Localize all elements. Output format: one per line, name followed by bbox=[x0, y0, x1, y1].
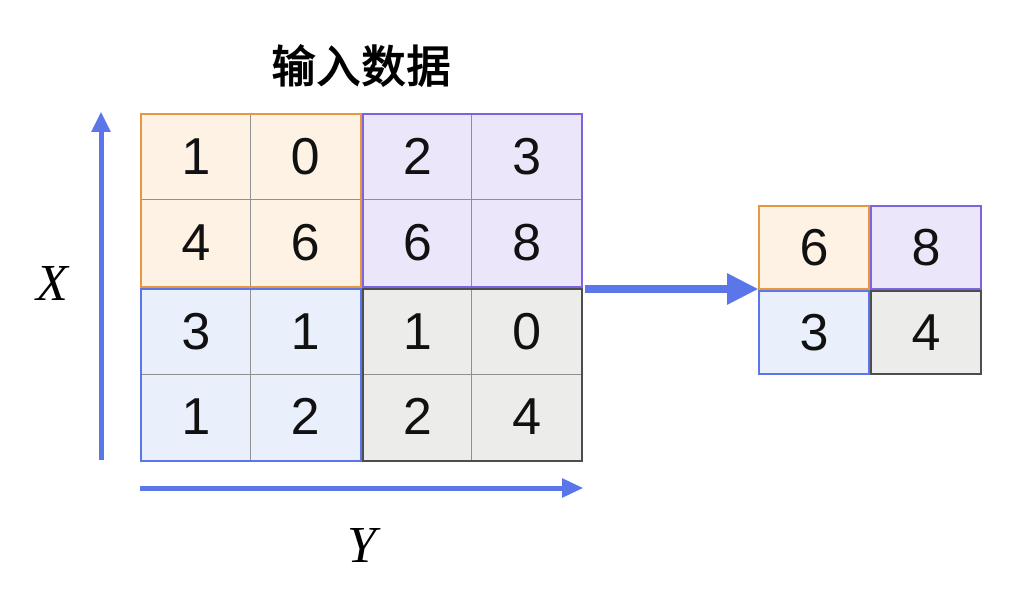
x-axis-label: X bbox=[36, 255, 68, 312]
input-quadrant-top-right: 2 3 6 8 bbox=[361, 113, 583, 288]
grid-cell: 2 bbox=[364, 374, 473, 460]
output-grid: 6 8 3 4 bbox=[758, 205, 982, 375]
grid-cell: 3 bbox=[472, 115, 581, 201]
grid-cell: 0 bbox=[250, 115, 360, 201]
grid-cell: 1 bbox=[142, 374, 251, 460]
grid-cell: 4 bbox=[512, 388, 542, 447]
grid-cell: 6 bbox=[290, 213, 320, 272]
input-grid: 1 0 4 6 2 3 6 8 3 1 1 2 1 0 2 4 bbox=[140, 113, 583, 462]
y-axis-arrowhead-icon bbox=[562, 478, 583, 498]
grid-cell: 1 bbox=[142, 115, 251, 201]
output-cell-bottom-right: 4 bbox=[870, 290, 982, 375]
grid-cell: 3 bbox=[142, 289, 251, 375]
input-quadrant-bottom-right: 1 0 2 4 bbox=[361, 287, 583, 462]
y-axis-label: Y bbox=[347, 517, 376, 574]
grid-cell: 0 bbox=[472, 290, 581, 375]
output-cell-top-left: 6 bbox=[758, 205, 870, 290]
y-axis-arrow-line bbox=[140, 486, 563, 491]
grid-cell: 4 bbox=[142, 200, 251, 286]
grid-cell: 2 bbox=[290, 388, 320, 447]
output-cell-bottom-left: 3 bbox=[758, 290, 870, 375]
diagram-title: 输入数据 bbox=[271, 43, 452, 92]
input-quadrant-top-left: 1 0 4 6 bbox=[140, 113, 362, 288]
grid-cell: 2 bbox=[363, 115, 473, 201]
x-axis-arrowhead-icon bbox=[91, 112, 111, 132]
grid-cell: 1 bbox=[363, 289, 473, 375]
pooling-arrow-line bbox=[585, 285, 728, 293]
grid-cell: 6 bbox=[364, 200, 473, 286]
output-cell-top-right: 8 bbox=[870, 205, 982, 290]
grid-cell: 8 bbox=[512, 213, 542, 272]
x-axis-arrow-line bbox=[99, 130, 104, 460]
input-quadrant-bottom-left: 3 1 1 2 bbox=[140, 287, 362, 462]
grid-cell: 1 bbox=[250, 290, 360, 375]
pooling-arrowhead-icon bbox=[727, 273, 758, 305]
